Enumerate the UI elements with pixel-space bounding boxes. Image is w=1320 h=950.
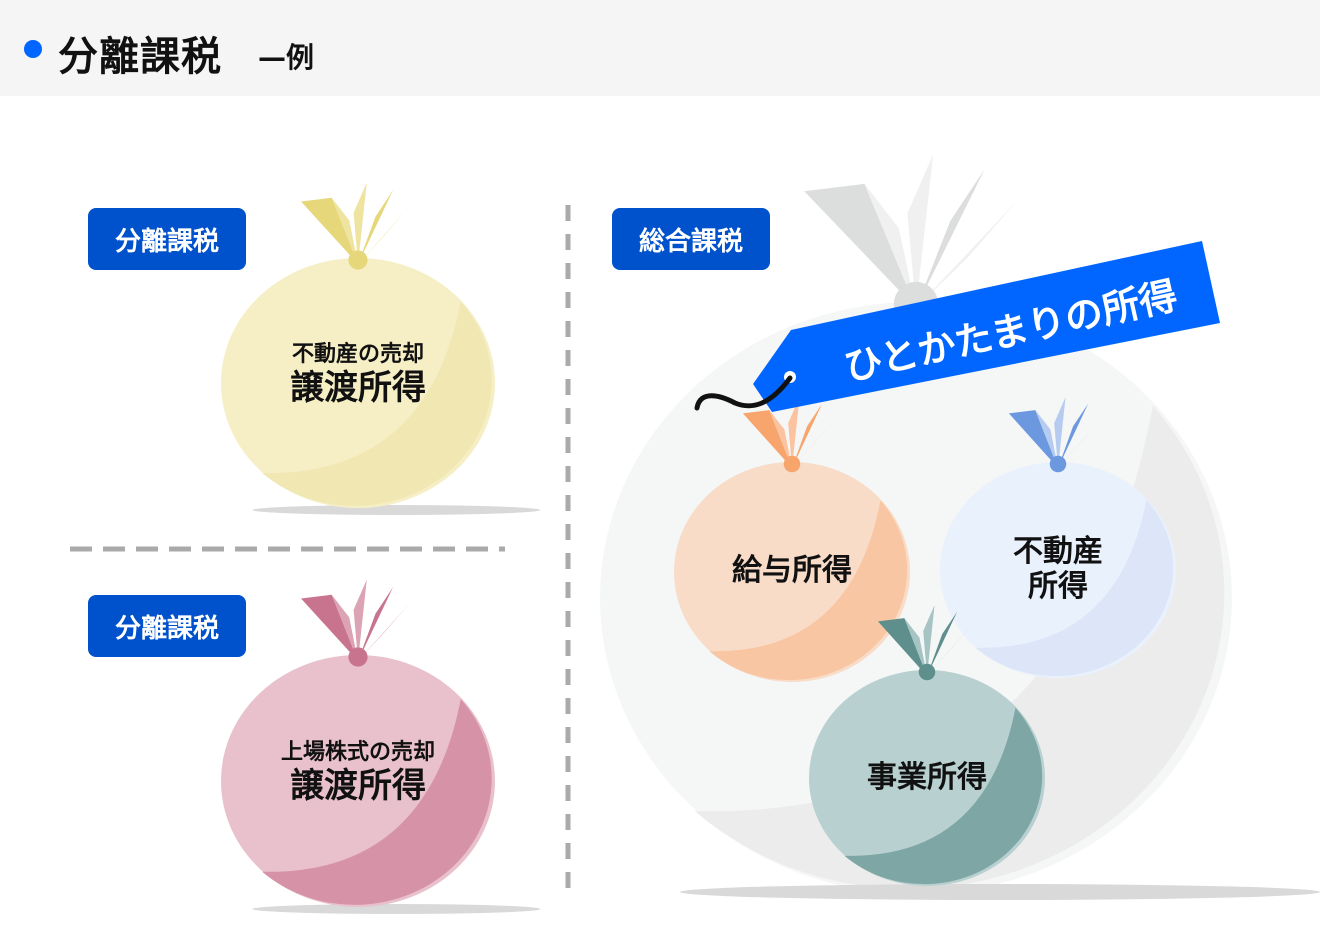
bag-line1: 不動産 bbox=[1013, 534, 1103, 569]
bag-line2: 譲渡所得 bbox=[290, 368, 426, 409]
badge-comprehensive-tax: 総合課税 bbox=[612, 208, 770, 270]
badge-separate-tax-bottom: 分離課税 bbox=[88, 595, 246, 657]
header-bar: 分離課税 —例 bbox=[0, 0, 1320, 96]
bag-real-estate-sale-label: 不動産の売却 譲渡所得 bbox=[290, 342, 426, 409]
business-bag-icon bbox=[809, 605, 1045, 886]
salary-bag-icon bbox=[674, 397, 910, 682]
bag-stock-sale-label: 上場株式の売却 譲渡所得 bbox=[281, 740, 435, 807]
bag-real-estate-label: 不動産 所得 bbox=[1013, 534, 1103, 604]
real-estate-sale-bag-icon bbox=[221, 182, 541, 515]
bag-business-label: 事業所得 bbox=[867, 760, 987, 795]
bag-line2: 譲渡所得 bbox=[289, 766, 426, 807]
real-estate-bag-icon bbox=[940, 397, 1176, 678]
bag-line1: 不動産の売却 bbox=[291, 342, 424, 367]
stock-sale-bag-icon bbox=[221, 579, 541, 914]
page-subtitle: —例 bbox=[258, 41, 315, 74]
bag-line2: 所得 bbox=[1028, 568, 1088, 604]
bag-salary-label: 給与所得 bbox=[732, 553, 852, 588]
bullet-dot-icon bbox=[24, 40, 42, 58]
tag-icon bbox=[694, 241, 1220, 412]
page-title: 分離課税 bbox=[58, 34, 222, 80]
bag-line1: 上場株式の売却 bbox=[280, 740, 436, 765]
big-bag-shadow bbox=[680, 884, 1320, 900]
badge-separate-tax-top: 分離課税 bbox=[88, 208, 246, 270]
